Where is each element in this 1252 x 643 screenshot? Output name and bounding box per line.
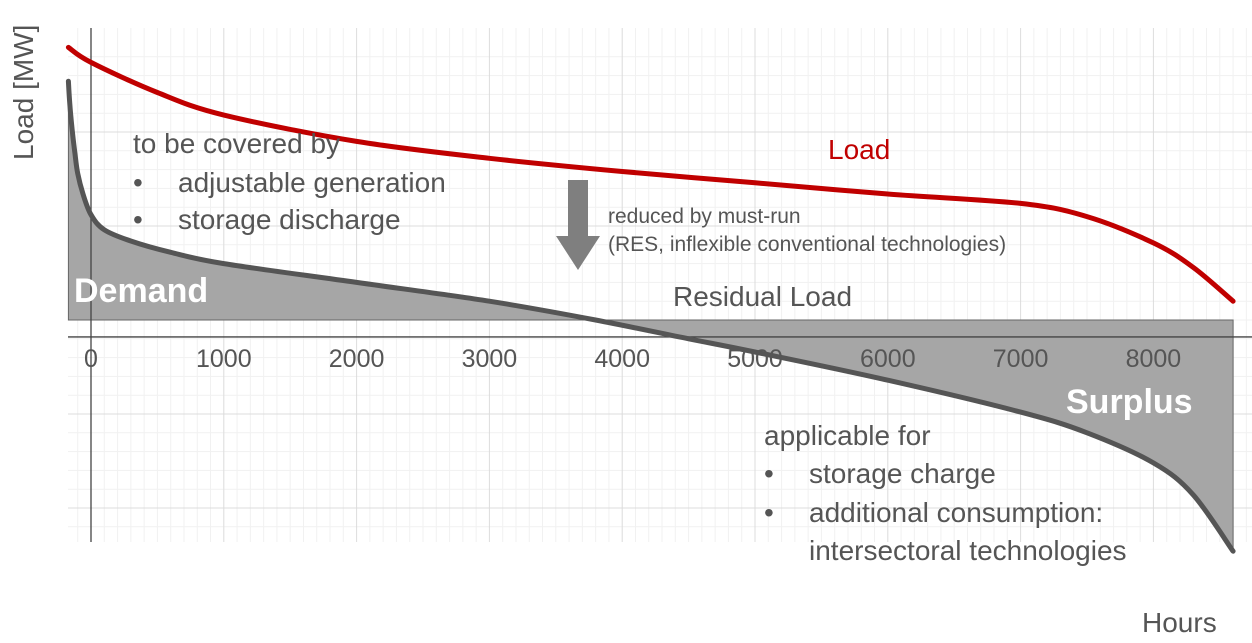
x-tick-label: 2000 [329, 345, 385, 373]
x-tick-label: 0 [84, 345, 98, 373]
x-tick-label: 5000 [727, 345, 783, 373]
x-tick-labels: 0 1000 2000 3000 4000 5000 6000 7000 8000 [84, 345, 1181, 373]
covered-title: to be covered by [133, 128, 340, 159]
x-tick-label: 4000 [594, 345, 650, 373]
applicable-item-consumption: additional consumption: [809, 497, 1103, 528]
x-tick-label: 6000 [860, 345, 916, 373]
load-series-label: Load [828, 134, 890, 165]
down-arrow-icon [556, 180, 600, 270]
applicable-bullet: • [764, 458, 774, 489]
x-tick-label: 8000 [1126, 345, 1182, 373]
applicable-item-storage: storage charge [809, 458, 996, 489]
applicable-title: applicable for [764, 420, 931, 451]
x-tick-label: 1000 [196, 345, 252, 373]
demand-label: Demand [74, 272, 208, 310]
residual-load-label: Residual Load [673, 281, 852, 312]
covered-item-discharge: storage discharge [178, 204, 401, 235]
covered-item-generation: adjustable generation [178, 167, 446, 198]
y-axis-label: Load [MW] [8, 25, 39, 160]
must-run-label: reduced by must-run [608, 205, 801, 228]
applicable-item-continuation: intersectoral technologies [809, 535, 1127, 566]
surplus-label: Surplus [1066, 383, 1193, 421]
covered-bullet: • [133, 167, 143, 198]
x-tick-label: 7000 [993, 345, 1049, 373]
load-curve [65, 44, 1236, 304]
covered-bullet: • [133, 204, 143, 235]
must-run-detail: (RES, inflexible conventional technologi… [608, 233, 1006, 256]
residual-load-curve [65, 78, 1236, 554]
x-tick-label: 3000 [462, 345, 518, 373]
applicable-bullet: • [764, 497, 774, 528]
x-axis-label: Hours [1142, 607, 1217, 638]
